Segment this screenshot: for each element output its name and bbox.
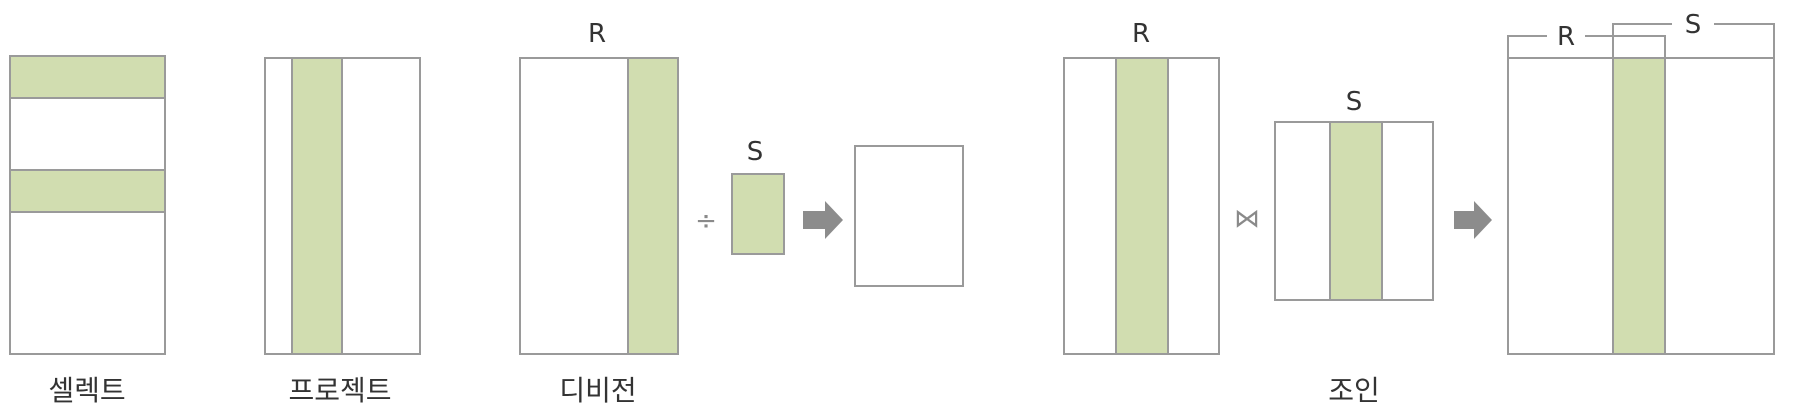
project-diagram (264, 57, 421, 355)
join-result-diagram (1507, 23, 1775, 355)
divide-s-table (731, 173, 785, 255)
join-r-diagram (1063, 57, 1220, 355)
select-highlight-row-1 (9, 55, 166, 99)
join-s-diagram (1274, 121, 1434, 301)
divide-r-highlight-column (627, 57, 679, 355)
result-r-label: R (1557, 22, 1575, 52)
select-highlight-row-2 (9, 169, 166, 213)
result-s-label: S (1685, 10, 1702, 40)
result-r-bracket (1507, 35, 1666, 58)
divide-result-table (854, 145, 964, 287)
divide-result-arrow-icon (803, 201, 843, 239)
join-result-arrow-icon (1454, 201, 1492, 239)
select-label: 셀렉트 (48, 374, 125, 407)
join-r-label: R (1132, 19, 1150, 49)
divide-r-label: R (588, 19, 606, 49)
divide-label: 디비전 (559, 374, 636, 407)
join-operator: ⋈ (1234, 204, 1260, 234)
project-label: 프로젝트 (288, 374, 391, 407)
join-result-highlight-column (1612, 57, 1666, 355)
join-label: 조인 (1328, 374, 1380, 407)
divide-s-label: S (747, 137, 764, 167)
project-highlight-column (291, 57, 343, 355)
result-s-bracket (1612, 23, 1775, 58)
join-s-label: S (1346, 87, 1363, 117)
join-s-highlight-column (1329, 121, 1383, 301)
divide-r-diagram (519, 57, 679, 355)
select-diagram (9, 55, 166, 355)
join-r-highlight-column (1115, 57, 1169, 355)
divide-operator: ÷ (695, 206, 717, 236)
